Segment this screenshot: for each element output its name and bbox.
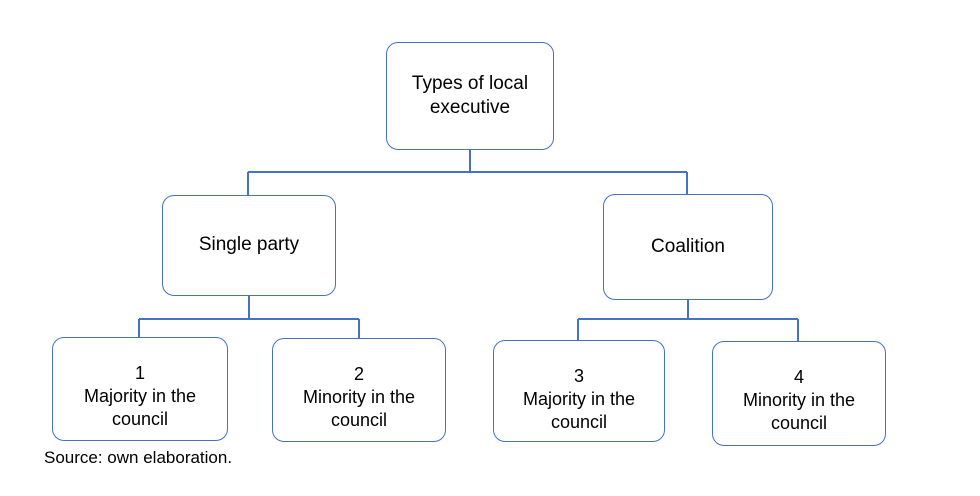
node-label: 4 Minority in the council <box>742 367 856 434</box>
node-single-party: Single party <box>162 195 336 296</box>
node-label: Coalition <box>651 235 725 257</box>
node-types-of-local-executive: Types of local executive <box>386 42 554 150</box>
node-leaf-2-minority-single-party: 2 Minority in the council <box>272 338 446 442</box>
node-leaf-4-minority-coalition: 4 Minority in the council <box>712 341 886 446</box>
node-leaf-1-majority-single-party: 1 Majority in the council <box>52 337 228 441</box>
node-leaf-3-majority-coalition: 3 Majority in the council <box>493 340 665 442</box>
node-label: 3 Majority in the council <box>522 366 636 433</box>
source-caption: Source: own elaboration. <box>44 448 233 467</box>
node-coalition: Coalition <box>603 194 773 300</box>
node-label: Types of local executive <box>411 72 529 118</box>
node-label: Single party <box>198 234 300 256</box>
node-label: 2 Minority in the council <box>302 364 416 431</box>
node-label: 1 Majority in the council <box>83 363 197 430</box>
